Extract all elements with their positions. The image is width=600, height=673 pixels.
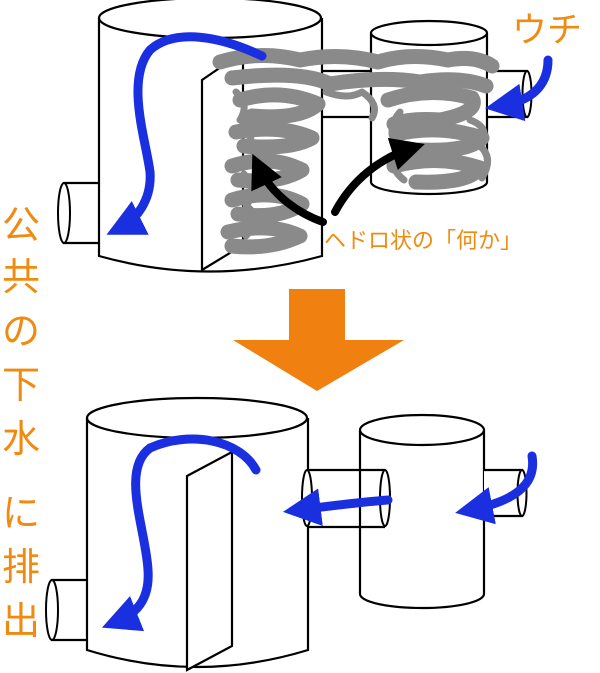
small-tank-bottom [358, 413, 528, 610]
label-char: 水 [2, 417, 40, 461]
pointer-arrow-icon [331, 137, 425, 216]
label-char: 共 [2, 255, 40, 299]
bottom-scene [45, 396, 538, 672]
label-char: に [2, 491, 40, 535]
down-arrow-icon [233, 289, 404, 391]
flow-arrows-top [106, 32, 553, 235]
connecting-pipe-top [318, 69, 371, 119]
label-char: 出 [2, 599, 40, 643]
home-label: ウチ [512, 11, 582, 51]
transition-arrow [233, 289, 404, 391]
sludge-label: ヘドロ状の「何か」 [324, 229, 522, 254]
label-char: 下 [2, 363, 40, 407]
sludge-mass [212, 48, 500, 255]
top-scene: ウチ ヘドロ状の「何か」 [57, 0, 582, 273]
flow-arrows-bottom [101, 434, 538, 632]
pointer-arrow-icon [251, 153, 327, 226]
flow-arrow-icon [455, 451, 538, 525]
flow-arrow-icon [485, 55, 553, 122]
label-char: 公 [2, 203, 40, 247]
flow-arrow-icon [282, 488, 393, 526]
flow-arrow-icon [101, 434, 261, 632]
label-char: 排 [2, 545, 40, 589]
sludge-pointers [251, 137, 425, 226]
label-char: の [2, 309, 40, 353]
flow-arrow-icon [106, 32, 267, 235]
public-sewer-label: 公 共 の 下 水 に 排 出 [2, 203, 40, 643]
